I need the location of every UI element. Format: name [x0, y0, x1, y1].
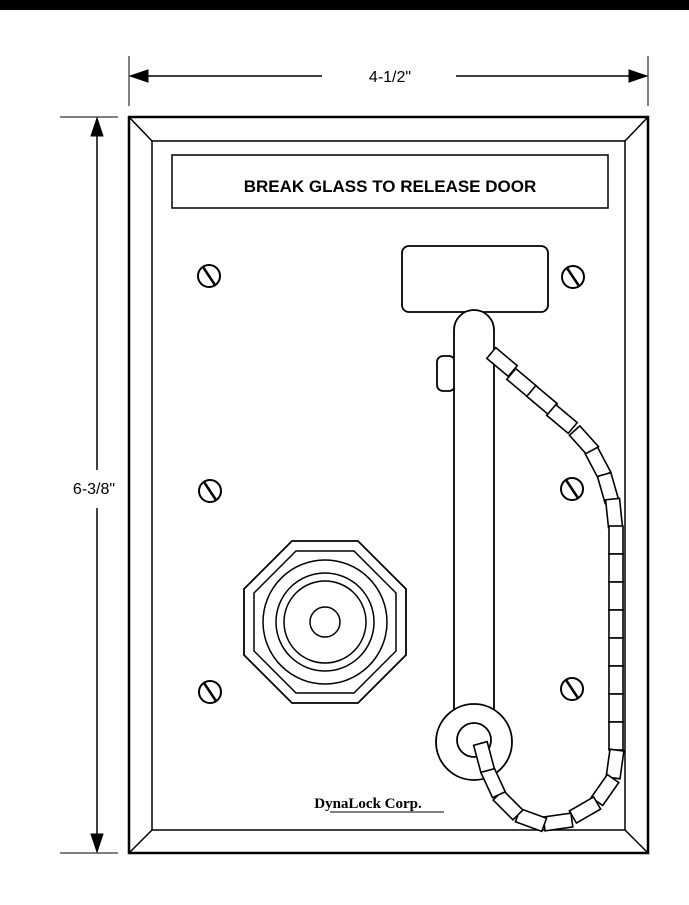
chain-link: [545, 403, 579, 435]
chain-link: [568, 795, 602, 825]
height-label: 6-3/8": [73, 481, 115, 498]
height-dimension: [60, 116, 118, 854]
plate-title-box: [171, 154, 609, 209]
brand-label: DynaLock Corp.: [314, 796, 422, 812]
chain-link: [608, 609, 624, 639]
width-dimension: [128, 56, 649, 106]
button-housing-inner: [253, 550, 397, 694]
chain-link: [472, 740, 496, 774]
chain-link: [604, 497, 624, 529]
chain-link: [608, 665, 624, 695]
bevel-corner: [624, 829, 649, 854]
chain-link: [608, 693, 624, 723]
bevel-corner: [624, 116, 649, 142]
height-arrow-bottom: [90, 833, 104, 854]
top-border-bar: [0, 0, 689, 10]
width-arrow-left: [128, 69, 149, 83]
screw-icon: [560, 477, 584, 501]
screw-icon: [560, 677, 584, 701]
screw-icon: [561, 265, 585, 289]
chain: [472, 346, 625, 833]
chain-link: [605, 748, 625, 780]
break-glass-button: [243, 540, 407, 704]
button-ring-mid: [275, 572, 375, 672]
bevel-corner: [128, 116, 153, 142]
chain-link: [608, 553, 624, 583]
button-ring-inner: [283, 580, 367, 664]
chain-link: [608, 525, 624, 555]
chain-link: [608, 721, 624, 751]
button-center: [309, 606, 341, 638]
screw-icon: [197, 264, 221, 288]
plate-title: BREAK GLASS TO RELEASE DOOR: [244, 177, 537, 196]
hammer: [401, 245, 549, 781]
plate-outer-edge: [127, 115, 650, 855]
wall-plate: [127, 115, 650, 855]
chain-link: [485, 346, 519, 378]
hammer-head: [401, 245, 549, 313]
screw-icon: [198, 680, 222, 704]
chain-link: [608, 581, 624, 611]
hammer-handle: [453, 309, 495, 756]
plate-inner-face: [151, 140, 626, 831]
hammer-collar: [436, 355, 456, 392]
width-arrow-right: [628, 69, 649, 83]
width-label: 4-1/2": [369, 69, 411, 86]
screw-icon: [198, 479, 222, 503]
height-arrow-top: [90, 116, 104, 137]
chain-link: [542, 812, 574, 832]
chain-link: [608, 637, 624, 667]
bevel-corner: [128, 829, 153, 854]
button-ring-outer: [262, 559, 388, 685]
button-housing-outer: [243, 540, 407, 704]
